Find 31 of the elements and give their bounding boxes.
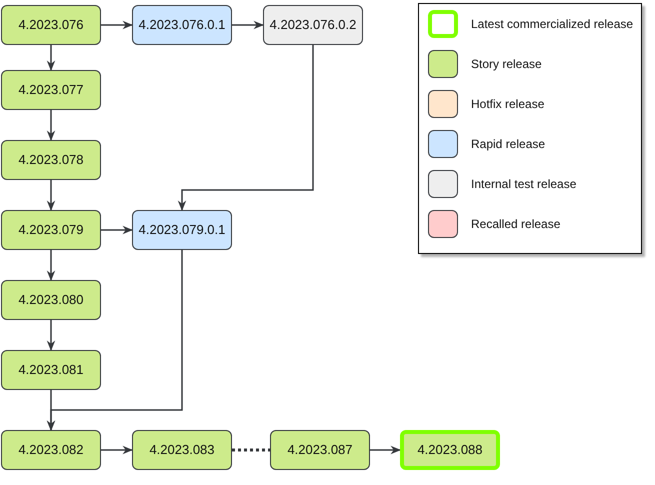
arrow <box>101 446 134 454</box>
legend-label: Recalled release <box>471 216 560 233</box>
release-box: 4.2023.076.0.2 <box>263 5 363 45</box>
arrow <box>46 320 56 352</box>
arrow <box>46 45 56 72</box>
arrow <box>46 250 183 432</box>
arrow <box>46 250 56 282</box>
release-box: 4.2023.078 <box>1 140 101 180</box>
legend-label: Rapid release <box>471 136 546 153</box>
release-box: 4.2023.081 <box>1 350 101 390</box>
release-box: 4.2023.083 <box>132 430 232 470</box>
arrow <box>46 180 56 212</box>
release-box: 4.2023.076 <box>1 5 101 45</box>
legend-label: Hotfix release <box>471 96 544 113</box>
release-box: 4.2023.080 <box>1 280 101 320</box>
release-box: 4.2023.082 <box>1 430 101 470</box>
arrow <box>101 226 134 234</box>
release-box: 4.2023.077 <box>1 70 101 110</box>
release-box: 4.2023.087 <box>270 430 370 470</box>
arrow <box>370 446 402 454</box>
legend-label: Story release <box>471 56 542 73</box>
arrow <box>232 20 264 30</box>
release-box: 4.2023.076.0.1 <box>132 5 232 45</box>
release-box: 4.2023.079 <box>1 210 101 250</box>
arrow <box>178 45 314 212</box>
release-box: 4.2023.088 <box>400 430 500 470</box>
legend-label: Latest commercialized release <box>471 16 634 33</box>
release-box: 4.2023.079.0.1 <box>132 210 232 250</box>
arrow <box>101 20 134 30</box>
legend-label: Internal test release <box>471 176 576 193</box>
arrow <box>46 110 56 142</box>
